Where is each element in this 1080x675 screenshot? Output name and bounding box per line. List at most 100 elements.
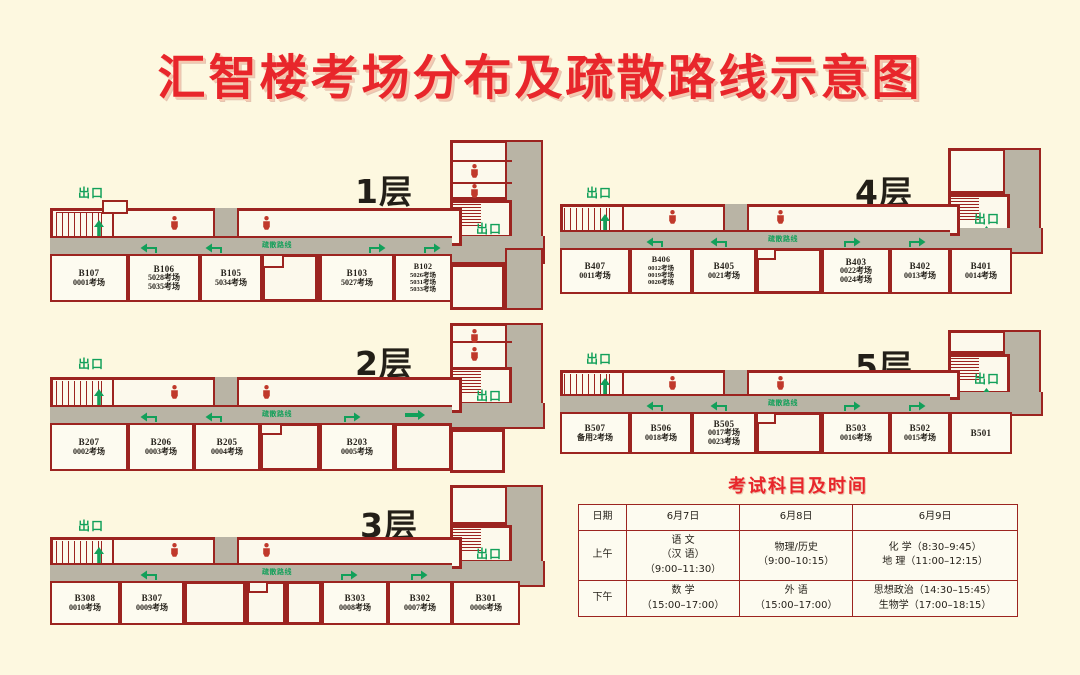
room-exam: 5028考场 — [148, 273, 180, 283]
room-exam: 0022考场 — [840, 266, 872, 276]
room-exam: 0007考场 — [404, 602, 436, 612]
exit-label-right-3: 出口 — [476, 547, 503, 561]
stairs-icon-right — [453, 204, 481, 226]
room-exam: 0021考场 — [708, 270, 740, 280]
room-B301[interactable]: B301 0006考场 — [452, 581, 520, 625]
room-exam: 0002考场 — [73, 446, 105, 456]
restroom-icon — [262, 543, 271, 562]
route-arrow-right-1 — [368, 239, 386, 254]
room-B205[interactable]: B205 0004考场 — [194, 423, 260, 471]
exit-door-left-1 — [102, 200, 128, 214]
room-B503[interactable]: B503 0016考场 — [822, 412, 890, 454]
room-B103[interactable]: B103 5027考场 — [320, 254, 394, 302]
exit-label-left-1: 出口 — [78, 186, 105, 200]
cell-afternoon-day2: 外 语 （15:00–17:00） — [739, 580, 854, 617]
room-B302[interactable]: B302 0007考场 — [388, 581, 452, 625]
subject-line: 思想政治（14:30–15:45） — [873, 585, 997, 596]
route-label-3: 疏散路线 — [262, 568, 292, 576]
subject-line: 生物学（17:00–18:15） — [878, 599, 992, 611]
room-id: B503 — [845, 423, 867, 434]
room-B106[interactable]: B106 5028考场 5035考场 — [128, 254, 200, 302]
stairs-icon-right-4 — [951, 198, 979, 220]
route-label-5: 疏散路线 — [768, 399, 798, 407]
room-id: B303 — [344, 593, 366, 604]
room-B207[interactable]: B207 0002考场 — [50, 423, 128, 471]
room-exam: 5034考场 — [215, 277, 247, 287]
table-row: 上午 语 文 （汉 语） （9:00–11:30） 物理/历史 （9:00–10… — [578, 529, 1018, 581]
wall-divider — [450, 182, 512, 184]
exit-label-left-5: 出口 — [586, 352, 613, 366]
room-B407[interactable]: B407 0011考场 — [560, 248, 630, 294]
room-id: B501 — [970, 427, 992, 438]
header-day-2: 6月8日 — [739, 504, 854, 531]
route-arrow-left-5 — [646, 397, 664, 412]
room-B206[interactable]: B206 0003考场 — [128, 423, 194, 471]
wall-divider — [112, 377, 114, 413]
subject-line: 物理/历史 — [774, 541, 818, 553]
route-arrow-right-3b — [410, 566, 428, 581]
room-unlabeled-2b — [394, 423, 452, 471]
room-id: B308 — [74, 593, 96, 604]
table-row: 下午 数 学 （15:00–17:00） 外 语 （15:00–17:00） 思… — [578, 580, 1018, 617]
evacuation-corridor-5 — [560, 394, 950, 414]
route-arrow-right-2 — [343, 408, 361, 423]
room-B502[interactable]: B502 0015考场 — [890, 412, 950, 454]
route-arrow-left-2b — [205, 408, 223, 423]
room-B102[interactable]: B102 5026考场 5031考场 5033考场 — [394, 254, 452, 302]
cell-morning-day3: 化 学（8:30–9:45） 地 理（11:00–12:15） — [852, 529, 1018, 581]
evacuation-corridor-3 — [50, 563, 452, 583]
schedule-table: 日期 6月7日 6月8日 6月9日 上午 语 文 （汉 语） （9:00–11:… — [578, 504, 1018, 617]
room-exam: 0009考场 — [136, 602, 168, 612]
floor-label-2: 2层 — [355, 344, 413, 383]
stairs-icon-right-2 — [453, 371, 481, 393]
room-id: B207 — [78, 437, 100, 448]
stair-block-upper-4 — [948, 148, 1010, 194]
room-B107[interactable]: B107 0001考场 — [50, 254, 128, 302]
wall-divider — [450, 160, 512, 162]
room-B303[interactable]: B303 0008考场 — [322, 581, 388, 625]
cell-morning-day2: 物理/历史 （9:00–10:15） — [739, 529, 854, 581]
room-B402[interactable]: B402 0013考场 — [890, 248, 950, 294]
room-B406[interactable]: B406 0012考场 0019考场 0020考场 — [630, 248, 692, 294]
room-B501[interactable]: B501 — [950, 412, 1012, 454]
wall-divider — [112, 537, 114, 569]
wall-divider — [450, 341, 512, 343]
room-B307[interactable]: B307 0009考场 — [120, 581, 184, 625]
restroom-icon — [470, 164, 479, 183]
room-exam: 0005考场 — [341, 446, 373, 456]
room-id: B405 — [713, 261, 735, 272]
room-B507[interactable]: B507 备用2考场 — [560, 412, 630, 454]
restroom-icon — [668, 210, 677, 229]
room-B105[interactable]: B105 5034考场 — [200, 254, 262, 302]
room-B403[interactable]: B403 0022考场 0024考场 — [822, 248, 890, 294]
room-exam: 5035考场 — [148, 282, 180, 292]
room-id: B206 — [150, 437, 172, 448]
stair-nook-3 — [248, 581, 268, 593]
restroom-icon — [262, 216, 271, 235]
evacuation-corridor-2 — [50, 405, 452, 425]
wall-divider — [622, 370, 624, 400]
room-B505[interactable]: B505 0017考场 0023考场 — [692, 412, 756, 454]
subject-line: 外 语 — [784, 585, 808, 596]
room-exam: 0008考场 — [339, 602, 371, 612]
room-exam: 0024考场 — [840, 275, 872, 285]
room-exam: 5033考场 — [410, 286, 436, 294]
stair-nook-5 — [756, 412, 776, 424]
restroom-icon — [170, 216, 179, 235]
exit-label-left-4: 出口 — [586, 186, 613, 200]
room-exam: 0012考场 — [648, 264, 674, 272]
route-arrow-left-3 — [140, 566, 158, 581]
room-B308[interactable]: B308 0010考场 — [50, 581, 120, 625]
room-B401[interactable]: B401 0014考场 — [950, 248, 1012, 294]
restroom-icon — [776, 376, 785, 395]
route-arrow-left-1b — [205, 239, 223, 254]
exit-label-right-5: 出口 — [974, 372, 1001, 386]
room-B506[interactable]: B506 0018考场 — [630, 412, 692, 454]
route-label-4: 疏散路线 — [768, 235, 798, 243]
room-id: B406 — [651, 254, 671, 264]
exam-schedule-panel: 考试科目及时间 日期 6月7日 6月8日 6月9日 上午 语 文 （汉 语） （… — [578, 472, 1018, 617]
floor-plan-5: 5层 出口 出口 疏散路线 B507 备用2考场 B506 0 — [560, 330, 1060, 470]
subject-line: 地 理（11:00–12:15） — [882, 556, 989, 568]
room-B203[interactable]: B203 0005考场 — [320, 423, 394, 471]
room-B405[interactable]: B405 0021考场 — [692, 248, 756, 294]
